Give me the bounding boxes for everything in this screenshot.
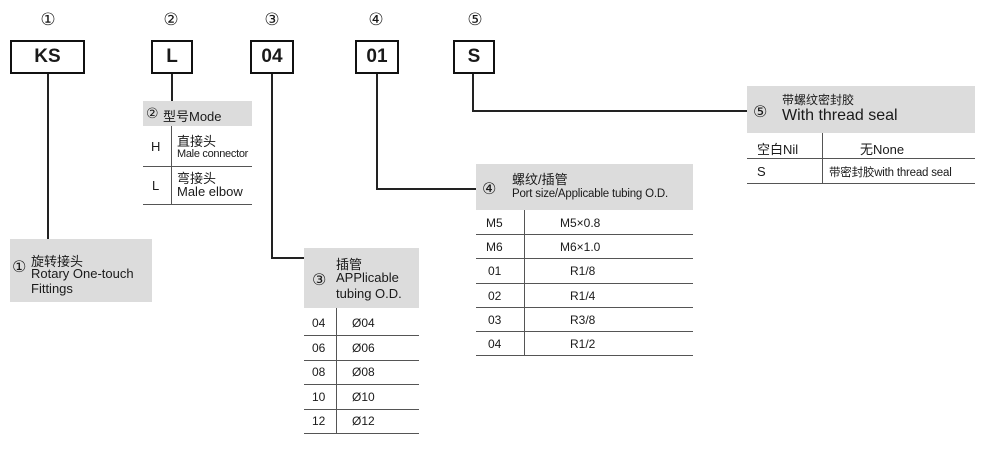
section-4-row-value: R1/2: [570, 337, 596, 351]
section-1-number: ①: [12, 259, 27, 276]
section-4-title-en: Port size/Applicable tubing O.D.: [512, 188, 668, 200]
section-5-row-code: S: [757, 164, 766, 179]
section-2-header: ② 型号Mode: [143, 101, 252, 126]
code-box-ks: KS: [10, 40, 85, 74]
section-3-title-en-2: tubing O.D.: [336, 286, 402, 301]
section-4-row-code: 01: [488, 264, 502, 278]
section-4-column-divider: [524, 210, 525, 355]
section-5-row-divider: [747, 158, 975, 159]
section-5-title-cn: 带螺纹密封胶: [782, 93, 855, 107]
section-3-row-code: 12: [312, 414, 326, 428]
section-2-row-en: Male connector: [177, 148, 249, 160]
section-2-title: 型号Mode: [163, 109, 222, 124]
section-5-title-en: With thread seal: [782, 107, 898, 124]
section-4-row-value: R1/8: [570, 264, 596, 278]
section-2-row-en: Male elbow: [177, 184, 243, 199]
section-5-row-code: 空白Nil: [757, 142, 799, 157]
code-box-l: L: [151, 40, 193, 74]
section-4-bottom-line: [476, 355, 693, 356]
section-3-bottom-line: [304, 433, 419, 434]
connector-line-3-horizontal: [271, 257, 304, 259]
section-3-row-divider: [304, 360, 419, 361]
section-4-row-divider: [476, 283, 693, 284]
connector-line-5-horizontal: [472, 110, 747, 112]
section-4-number: ④: [482, 181, 497, 198]
section-2-row-cn: 直接头: [177, 134, 217, 149]
code-box-04: 04: [250, 40, 294, 74]
section-2-row-code: L: [152, 178, 160, 193]
section-3-row-divider: [304, 384, 419, 385]
number-3: ③: [264, 10, 280, 29]
section-4-row-code: M6: [486, 240, 503, 254]
section-3-row-value: Ø08: [352, 365, 375, 379]
section-4-title-cn: 螺纹/插管: [512, 172, 568, 187]
section-3-row-value: Ø04: [352, 316, 375, 330]
section-4-row-value: M6×1.0: [560, 240, 601, 254]
section-4-row-divider: [476, 258, 693, 259]
section-3-header: ③ 插管 APPlicable tubing O.D.: [304, 248, 419, 308]
section-3-row-code: 06: [312, 341, 326, 355]
connector-line-4-horizontal: [376, 188, 476, 190]
section-3-row-code: 04: [312, 316, 326, 330]
section-1-title-cn: 旋转接头: [31, 254, 84, 269]
section-5-row-value: 带密封胶with thread seal: [829, 167, 952, 179]
section-1-title-en-2: Fittings: [31, 281, 73, 296]
section-3-title-en: APPlicable: [336, 270, 399, 285]
section-4-row-divider: [476, 331, 693, 332]
section-4-row-code: 03: [488, 313, 502, 327]
section-2-row-divider: [143, 166, 252, 167]
section-3-row-divider: [304, 409, 419, 410]
section-3-number: ③: [312, 272, 327, 289]
connector-line-4-vertical: [376, 74, 378, 189]
section-3-row-code: 08: [312, 365, 326, 379]
section-3-column-divider: [336, 308, 337, 433]
section-5-number: ⑤: [753, 104, 768, 121]
section-4-row-value: R1/4: [570, 289, 596, 303]
section-4-row-code: 02: [488, 289, 502, 303]
section-3-row-value: Ø10: [352, 390, 375, 404]
section-3-row-value: Ø12: [352, 414, 375, 428]
section-4-row-code: M5: [486, 216, 503, 230]
section-4-row-divider: [476, 307, 693, 308]
section-1-title-en: Rotary One-touch: [31, 266, 134, 281]
code-box-01: 01: [355, 40, 399, 74]
number-5: ⑤: [467, 10, 483, 29]
section-2-column-divider: [171, 126, 172, 204]
section-3-row-code: 10: [312, 390, 326, 404]
number-4: ④: [368, 10, 384, 29]
connector-line-1: [47, 74, 49, 239]
section-1-header: ① 旋转接头 Rotary One-touch Fittings: [10, 239, 152, 302]
section-2-bottom-line: [143, 204, 252, 205]
code-box-s: S: [453, 40, 495, 74]
section-3-title-cn: 插管: [336, 257, 363, 272]
number-1: ①: [40, 10, 56, 29]
section-4-header: ④ 螺纹/插管 Port size/Applicable tubing O.D.: [476, 164, 693, 210]
section-4-row-value: R3/8: [570, 313, 596, 327]
connector-line-3-vertical: [271, 74, 273, 258]
connector-line-5-vertical: [472, 74, 474, 111]
section-5-row-value: 无None: [860, 142, 905, 157]
section-3-row-divider: [304, 335, 419, 336]
section-4-row-value: M5×0.8: [560, 216, 601, 230]
section-2-number: ②: [146, 105, 159, 121]
section-2-row-cn: 弯接头: [177, 171, 217, 186]
section-3-row-value: Ø06: [352, 341, 375, 355]
section-2-row-code: H: [151, 139, 161, 154]
section-4-row-divider: [476, 234, 693, 235]
connector-line-2: [171, 74, 173, 101]
section-4-row-code: 04: [488, 337, 502, 351]
number-2: ②: [163, 10, 179, 29]
section-5-header: ⑤ 带螺纹密封胶 With thread seal: [747, 86, 975, 133]
section-5-bottom-line: [747, 183, 975, 184]
